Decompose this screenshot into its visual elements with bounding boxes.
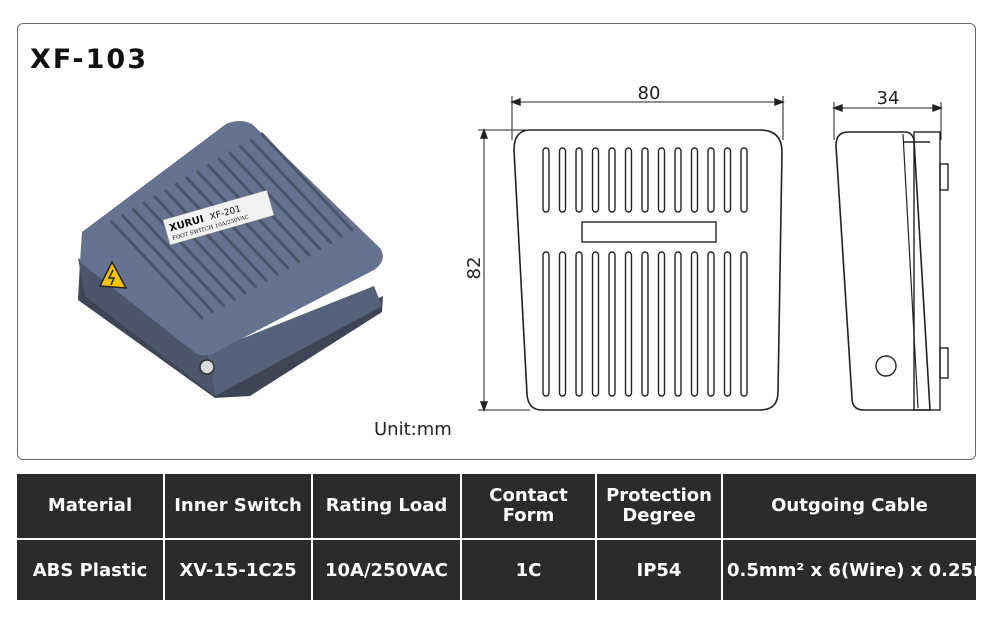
front-rib [608, 147, 616, 213]
foot-switch-photo: XURUI XF-201 FOOT SWITCH 10A/250VAC [78, 121, 383, 398]
front-rib [740, 251, 748, 397]
front-rib [624, 251, 633, 397]
front-rib [641, 251, 649, 397]
spec-header: Inner Switch [164, 474, 313, 539]
front-rib [608, 251, 616, 397]
spec-value: 0.5mm² x 6(Wire) x 0.25m [722, 538, 992, 600]
front-rib [542, 147, 550, 213]
front-view-drawing [478, 96, 785, 412]
front-rib [707, 251, 715, 397]
spec-header: Material [17, 474, 165, 539]
front-rib [575, 147, 583, 213]
front-rib [674, 251, 682, 397]
front-rib [542, 251, 550, 397]
rib-line [174, 182, 268, 282]
rib-line [249, 138, 343, 238]
spec-value: IP54 [596, 538, 723, 600]
unit-label: Unit:mm [374, 419, 452, 440]
high-voltage-warning-icon [98, 260, 128, 289]
spec-header: Rating Load [312, 474, 462, 539]
rib-line [164, 189, 258, 289]
front-rib [657, 251, 666, 397]
spec-header: Outgoing Cable [722, 474, 976, 539]
dimension-height: 82 [464, 257, 485, 280]
front-rib [558, 251, 567, 397]
front-rib [624, 147, 633, 213]
rib-line [260, 132, 354, 232]
product-drawing: XURUI XF-201 FOOT SWITCH 10A/250VAC 80 [78, 83, 949, 412]
side-view-drawing [832, 102, 949, 411]
product-panel [17, 23, 976, 460]
rib-line [121, 214, 215, 314]
front-rib [690, 251, 699, 397]
front-rib [657, 147, 666, 213]
front-rib [575, 251, 583, 397]
rib-line [142, 201, 236, 301]
spec-value: 10A/250VAC [312, 538, 462, 600]
front-rib [740, 147, 748, 213]
rib-line [228, 151, 322, 251]
front-rib [674, 147, 682, 213]
spec-value: ABS Plastic [17, 538, 165, 600]
spec-value: XV-15-1C25 [164, 538, 313, 600]
rib-line [131, 207, 225, 307]
front-rib [591, 147, 600, 213]
model-title: XF-103 [30, 44, 148, 75]
rib-line [239, 145, 333, 245]
spec-value: 1C [461, 538, 597, 600]
front-rib [723, 251, 732, 397]
front-rib [591, 251, 600, 397]
dimension-width: 80 [638, 83, 661, 104]
front-rib [690, 147, 699, 213]
dimension-depth: 34 [877, 88, 900, 109]
pivot-screw-icon [199, 359, 215, 375]
front-rib [641, 147, 649, 213]
rib-line [110, 220, 204, 320]
rib-line [153, 195, 247, 295]
front-rib [707, 147, 715, 213]
front-rib [558, 147, 567, 213]
front-rib [723, 147, 732, 213]
